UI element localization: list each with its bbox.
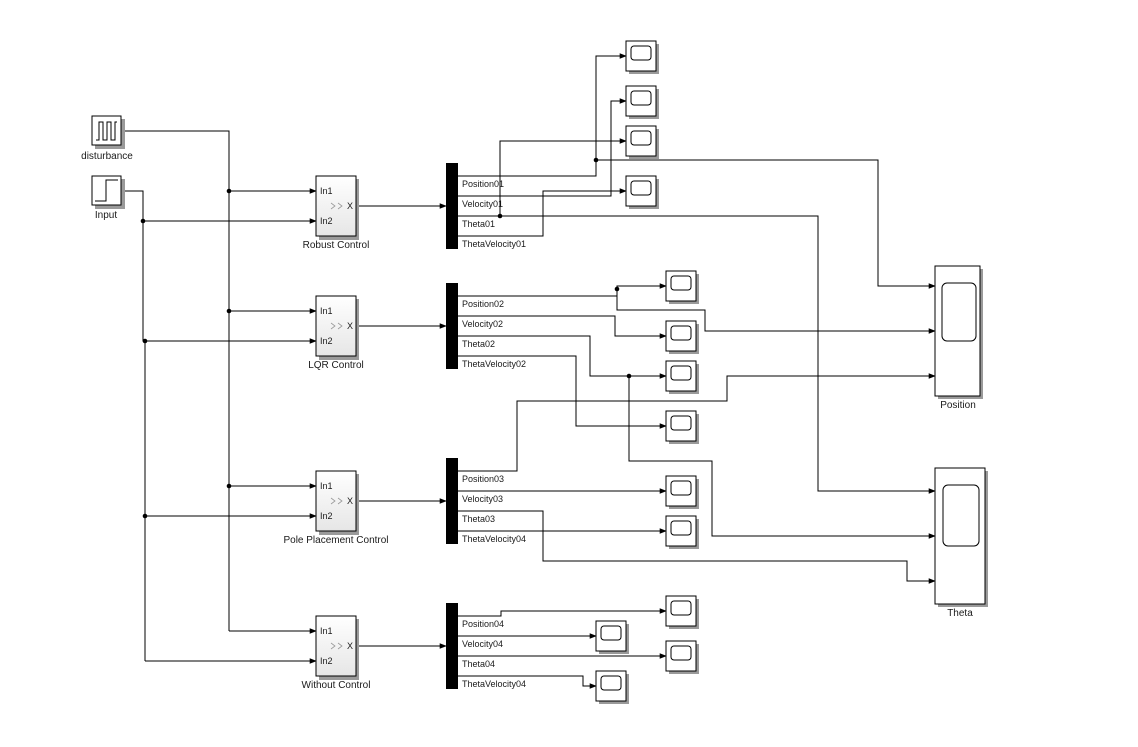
- scope-screen-icon: [630, 45, 652, 61]
- in2-port-label: In2: [320, 656, 333, 666]
- without-control-block[interactable]: In1 In2 X Without Control: [302, 615, 371, 691]
- subsystem-icon: [330, 322, 343, 330]
- in1-port-label: In1: [320, 306, 333, 316]
- in2-port-label: In2: [320, 336, 333, 346]
- pole-placement-control-block[interactable]: In1 In2 X Pole Placement Control: [283, 470, 389, 546]
- controller-name: Without Control: [302, 680, 371, 691]
- out-port-label: X: [347, 641, 353, 651]
- scope-screen-icon: [670, 415, 692, 431]
- demux-bar[interactable]: [446, 283, 458, 369]
- demux-bar[interactable]: [446, 458, 458, 544]
- signal-label: Theta03: [462, 514, 495, 524]
- scope-block[interactable]: [665, 360, 699, 394]
- position-scope[interactable]: Position: [934, 265, 983, 411]
- controller-name: Robust Control: [303, 240, 370, 251]
- controller-name: LQR Control: [308, 360, 364, 371]
- signal-label: Position04: [462, 619, 504, 629]
- scope-screen-icon: [630, 180, 652, 196]
- robust-control-block[interactable]: In1 In2 X Robust Control: [303, 175, 370, 251]
- signal-label: Theta04: [462, 659, 495, 669]
- scope-block[interactable]: [625, 125, 659, 159]
- demux-bar[interactable]: [446, 603, 458, 689]
- scope-screen-icon: [670, 275, 692, 291]
- scope-block[interactable]: [665, 410, 699, 444]
- demux4-signal-labels: Position04 Velocity04 Theta04 ThetaVeloc…: [462, 619, 526, 689]
- signal-label: ThetaVelocity01: [462, 239, 526, 249]
- scope-block[interactable]: [665, 595, 699, 629]
- in1-port-label: In1: [320, 626, 333, 636]
- subsystem-icon: [330, 497, 343, 505]
- scope-screen-icon: [670, 480, 692, 496]
- demux-bar[interactable]: [446, 163, 458, 249]
- step-icon: [95, 179, 118, 202]
- disturbance-pulse-generator[interactable]: disturbance: [81, 115, 133, 162]
- scope-block[interactable]: [625, 40, 659, 74]
- signal-lines: [121, 53, 936, 689]
- scope-block[interactable]: [595, 620, 629, 654]
- demux3-signal-labels: Position03 Velocity03 Theta03 ThetaVeloc…: [462, 474, 526, 544]
- signal-label: Velocity04: [462, 639, 503, 649]
- scope-screen-icon: [670, 600, 692, 616]
- small-scopes: [595, 40, 699, 704]
- scope-block[interactable]: [665, 515, 699, 549]
- input-label: Input: [95, 210, 117, 221]
- out-port-label: X: [347, 201, 353, 211]
- in2-port-label: In2: [320, 511, 333, 521]
- scope-screen-icon: [670, 520, 692, 536]
- scope-block[interactable]: [665, 320, 699, 354]
- scope-screen-icon: [670, 325, 692, 341]
- signal-label: ThetaVelocity04: [462, 534, 526, 544]
- in2-port-label: In2: [320, 216, 333, 226]
- scope-block[interactable]: [665, 475, 699, 509]
- scope-screen-icon: [600, 625, 622, 641]
- scope-block[interactable]: [665, 640, 699, 674]
- pulse-icon: [96, 121, 117, 141]
- demux2-signal-labels: Position02 Velocity02 Theta02 ThetaVeloc…: [462, 299, 526, 369]
- lqr-control-block[interactable]: In1 In2 X LQR Control: [308, 295, 364, 371]
- scope-block[interactable]: [625, 85, 659, 119]
- signal-label: Theta01: [462, 219, 495, 229]
- in1-port-label: In1: [320, 186, 333, 196]
- scope-screen-icon: [941, 282, 977, 342]
- scope-block[interactable]: [625, 175, 659, 209]
- scope-screen-icon: [600, 675, 622, 691]
- theta-scope-label: Theta: [947, 608, 973, 619]
- position-scope-label: Position: [940, 400, 976, 411]
- signal-label: Velocity01: [462, 199, 503, 209]
- controller-name: Pole Placement Control: [283, 535, 388, 546]
- in1-port-label: In1: [320, 481, 333, 491]
- out-port-label: X: [347, 496, 353, 506]
- theta-scope[interactable]: Theta: [934, 467, 988, 619]
- signal-label: Position03: [462, 474, 504, 484]
- disturbance-label: disturbance: [81, 151, 133, 162]
- scope-screen-icon: [630, 90, 652, 106]
- signal-label: Velocity03: [462, 494, 503, 504]
- scope-screen-icon: [670, 645, 692, 661]
- scope-block[interactable]: [665, 270, 699, 304]
- signal-label: Theta02: [462, 339, 495, 349]
- signal-label: ThetaVelocity04: [462, 679, 526, 689]
- signal-label: ThetaVelocity02: [462, 359, 526, 369]
- demux1-signal-labels: Position01 Velocity01 Theta01 ThetaVeloc…: [462, 179, 526, 249]
- scope-screen-icon: [942, 484, 980, 547]
- scope-screen-icon: [630, 130, 652, 146]
- subsystem-icon: [330, 202, 343, 210]
- scope-screen-icon: [670, 365, 692, 381]
- subsystem-icon: [330, 642, 343, 650]
- scope-block[interactable]: [595, 670, 629, 704]
- out-port-label: X: [347, 321, 353, 331]
- signal-label: Position02: [462, 299, 504, 309]
- signal-label: Position01: [462, 179, 504, 189]
- input-step-source[interactable]: Input: [91, 175, 125, 221]
- signal-label: Velocity02: [462, 319, 503, 329]
